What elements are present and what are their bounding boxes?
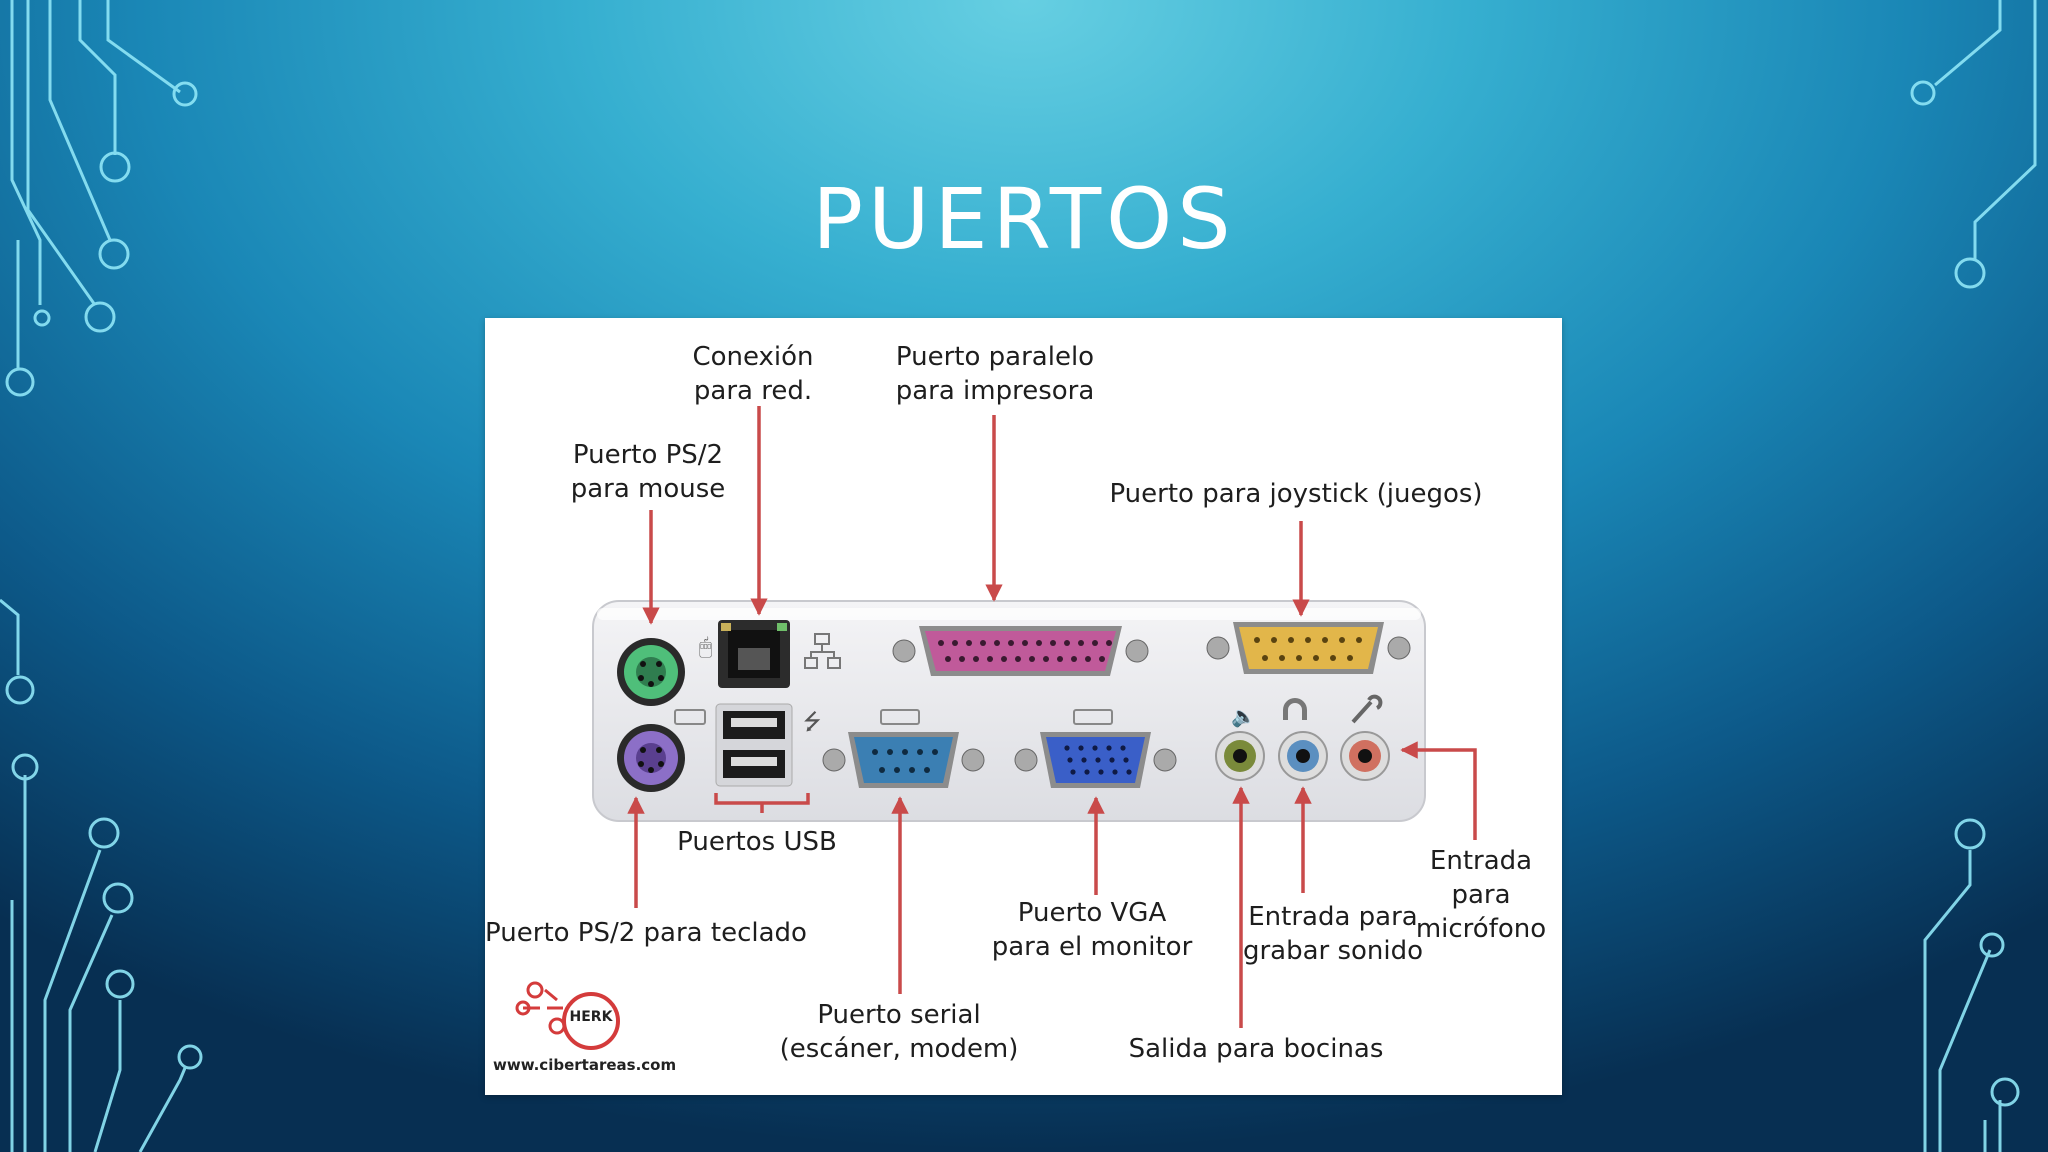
microphone-jack [1340, 731, 1390, 781]
label-joystick: Puerto para joystick (juegos) [1109, 479, 1483, 509]
microphone-icon [1351, 694, 1383, 724]
network-icon [804, 633, 841, 669]
joystick-port [1206, 622, 1411, 674]
keyboard-icon [674, 709, 706, 725]
line-in-jack [1278, 731, 1328, 781]
speaker-icon: 🔈 [1231, 706, 1256, 728]
label-ps2-keyboard: Puerto PS/2 para teclado [485, 918, 807, 948]
logo-text: HERK [569, 1009, 613, 1025]
arrow-microphone [1400, 741, 1477, 840]
label-usb: Puertos USB [677, 827, 837, 857]
ps2-keyboard-port [617, 724, 685, 792]
label-microphone: Entrada para micrófono [1415, 846, 1547, 944]
slide-title: PUERTOS [812, 170, 1236, 268]
vga-port [1014, 709, 1177, 788]
label-parallel: Puerto paralelo para impresora [895, 342, 1095, 406]
mouse-icon: 🖱 [699, 634, 712, 659]
logo-mark [515, 981, 620, 1050]
ps2-mouse-port [617, 638, 685, 706]
usb-bracket [714, 793, 810, 813]
parallel-port [892, 626, 1149, 676]
label-vga: Puerto VGA para el monitor [991, 898, 1193, 962]
speaker-out-jack [1215, 731, 1265, 781]
serial-icon [880, 709, 920, 725]
monitor-icon [1073, 709, 1113, 725]
network-port [718, 620, 790, 688]
serial-port [822, 709, 985, 788]
usb-icon: ⭍ [803, 709, 821, 734]
headphones-icon [1283, 698, 1307, 720]
label-speakers: Salida para bocinas [1128, 1034, 1384, 1064]
callout-arrows [627, 406, 1477, 1028]
ports-diagram-panel: 🖱 ⭍ [485, 318, 1562, 1095]
label-ps2-mouse: Puerto PS/2 para mouse [570, 440, 726, 504]
label-record-sound: Entrada para grabar sonido [1242, 902, 1424, 966]
logo-url: www.cibertareas.com [493, 1056, 677, 1074]
label-network: Conexión para red. [692, 342, 814, 406]
usb-ports [715, 703, 793, 787]
ports-illustration: 🖱 ⭍ [515, 406, 1477, 1050]
label-serial: Puerto serial (escáner, modem) [779, 1000, 1019, 1064]
